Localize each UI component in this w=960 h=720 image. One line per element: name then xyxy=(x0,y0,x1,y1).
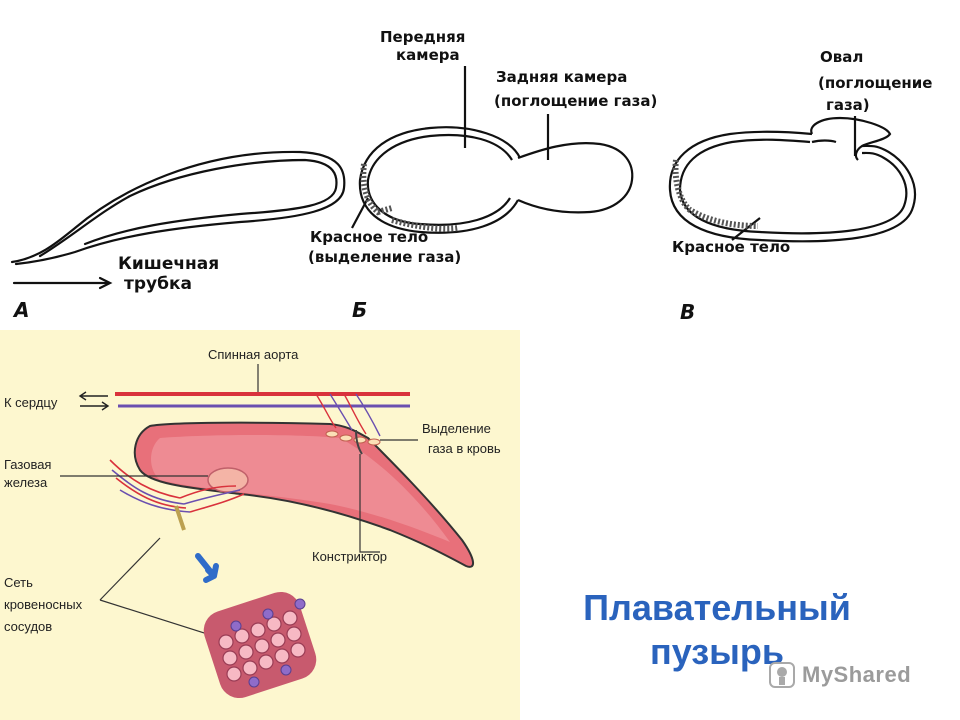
panel-b-red-body-pointer xyxy=(351,197,369,229)
panel-a-drawing xyxy=(10,150,346,290)
to-heart-arrow-1 xyxy=(78,391,108,401)
red-body-c-label: Красное тело xyxy=(672,238,791,256)
panel-c-inner-wall xyxy=(678,138,908,235)
constrictor-pointer xyxy=(359,454,380,553)
panel-b-letter: Б xyxy=(352,298,368,322)
gas-release-label-1: Выделение xyxy=(422,421,491,436)
to-heart-arrow-2 xyxy=(80,401,110,411)
slide-title: Плавательный пузырь xyxy=(552,586,882,674)
upper-vessel-branches xyxy=(315,393,381,437)
to-heart-label: К сердцу xyxy=(4,395,58,410)
front-chamber xyxy=(358,126,522,234)
watermark: MyShared xyxy=(768,660,911,690)
oval-structure xyxy=(810,116,892,161)
panel-c-outer-wall xyxy=(668,130,917,243)
vessel-net-label-2: кровеносных xyxy=(4,597,83,612)
vessel-net-label-1: Сеть xyxy=(4,575,33,590)
watermark-text: MyShared xyxy=(802,662,912,687)
front-chamber-label-1: Передняя xyxy=(380,28,466,46)
vessel-net-pointer-2 xyxy=(99,599,221,639)
slide-title-line-2: пузырь xyxy=(649,630,785,672)
gut-tube-label-1: Кишечная xyxy=(118,254,220,274)
panel-a-inner-wall xyxy=(38,158,338,258)
bladder-circulation-panel: Спинная аорта К сердцу Газовая железа Вы… xyxy=(0,330,520,720)
bladder-circulation-diagram xyxy=(60,364,474,699)
red-body-b xyxy=(360,163,393,216)
front-chamber-inner xyxy=(366,133,513,226)
red-body-c xyxy=(672,159,759,229)
oval-label-3: газа) xyxy=(826,96,870,114)
constrictor-label: Констриктор xyxy=(312,549,388,564)
rear-chamber xyxy=(517,142,634,214)
oval-label-1: Овал xyxy=(820,48,864,66)
panel-c-drawing xyxy=(668,116,917,243)
rear-chamber-label-2: (поглощение газа) xyxy=(494,92,658,110)
zoom-arrow xyxy=(195,553,219,583)
red-body-b-label-1: Красное тело xyxy=(310,228,429,246)
vessel-network-cluster xyxy=(203,591,317,699)
rear-chamber-label-1: Задняя камера xyxy=(496,68,628,86)
bladder-inner-highlight xyxy=(151,435,450,542)
gas-release-label-2: газа в кровь xyxy=(428,441,501,456)
bundle-clamp xyxy=(174,505,186,531)
red-body-b-label-2: (выделение газа) xyxy=(308,248,462,266)
gut-tube-arrowhead xyxy=(98,276,113,290)
watermark-logo-icon xyxy=(769,662,795,688)
swim-bladder-types-diagram xyxy=(10,66,917,290)
front-chamber-label-2: камера xyxy=(396,46,460,64)
gut-tube-label-2: трубка xyxy=(124,274,192,294)
dorsal-aorta-label: Спинная аорта xyxy=(208,347,299,362)
oval-label-2: (поглощение xyxy=(818,74,933,92)
gas-gland-label-2: железа xyxy=(4,475,48,490)
panel-a-letter: А xyxy=(14,298,30,322)
vessel-bundle xyxy=(109,459,245,513)
panel-a-outer-wall xyxy=(10,150,346,266)
vessel-net-label-3: сосудов xyxy=(4,619,53,634)
slide-title-line-1: Плавательный xyxy=(583,587,851,628)
panel-c-letter: В xyxy=(680,300,696,324)
vessel-net-pointer-1 xyxy=(99,537,161,601)
constrictor xyxy=(355,429,363,455)
panel-b-drawing xyxy=(351,66,634,234)
panel-c-red-body-pointer xyxy=(731,217,761,241)
gas-gland-label-1: Газовая xyxy=(4,457,52,472)
